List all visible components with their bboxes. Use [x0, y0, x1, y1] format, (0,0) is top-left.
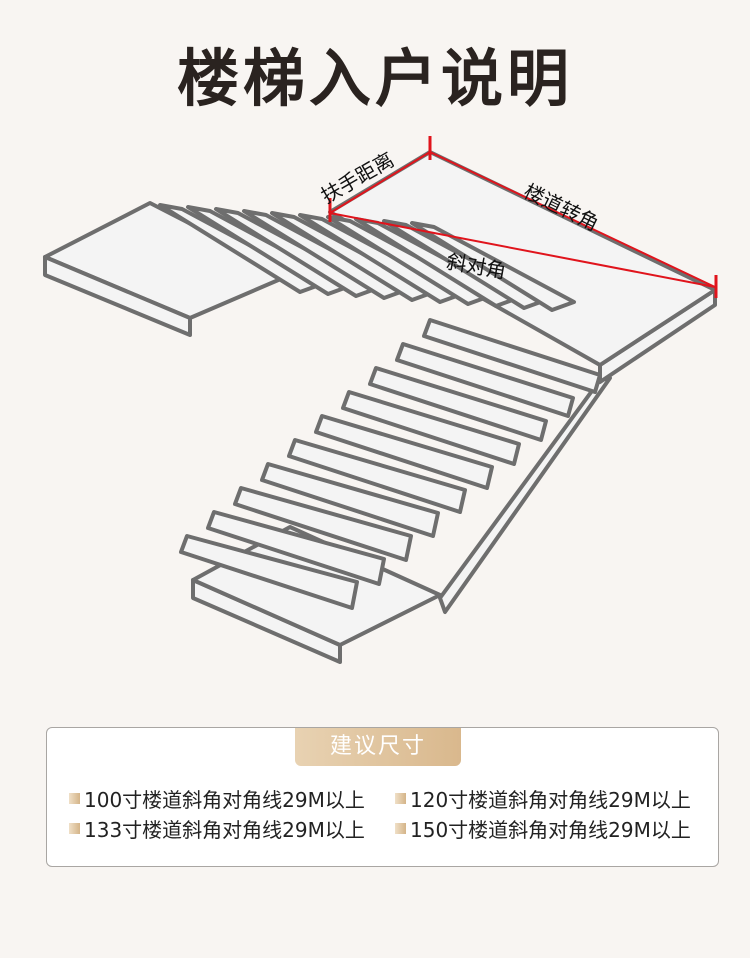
bullet-icon [395, 823, 406, 834]
suggested-size-panel: 建议尺寸 100寸楼道斜角对角线29M以上 120寸楼道斜角对角线29M以上 1… [46, 727, 719, 867]
bullet-icon [69, 793, 80, 804]
lower-stair-step [179, 534, 359, 610]
measure-turn [429, 151, 716, 288]
lower-stair-step [206, 510, 386, 586]
size-item: 120寸楼道斜角对角线29M以上 [395, 784, 691, 813]
bullet-icon [395, 793, 406, 804]
size-item: 100寸楼道斜角对角线29M以上 [69, 784, 365, 813]
lower-stair-step [314, 414, 494, 490]
size-item-text: 120寸楼道斜角对角线29M以上 [410, 788, 691, 812]
size-item: 150寸楼道斜角对角线29M以上 [395, 814, 691, 843]
measure-diagonal [329, 212, 716, 288]
lower-stair-step [341, 390, 521, 466]
lower-stair-step [422, 318, 602, 394]
upper-stair-step [410, 221, 576, 312]
staircase-diagram [43, 136, 718, 664]
size-item-text: 133寸楼道斜角对角线29M以上 [84, 818, 365, 842]
size-item-text: 100寸楼道斜角对角线29M以上 [84, 788, 365, 812]
size-item-text: 150寸楼道斜角对角线29M以上 [410, 818, 691, 842]
lower-stair-step [395, 342, 575, 418]
lower-stair-step [368, 366, 548, 442]
bullet-icon [69, 823, 80, 834]
measure-handrail [329, 151, 431, 214]
size-item: 133寸楼道斜角对角线29M以上 [69, 814, 365, 843]
lower-stair-step [287, 438, 467, 514]
lower-stair-step [260, 462, 440, 538]
page-title: 楼梯入户说明 [176, 42, 573, 115]
lower-stair-step [233, 486, 413, 562]
suggested-size-heading: 建议尺寸 [295, 728, 461, 766]
left-landing-side [43, 255, 192, 337]
